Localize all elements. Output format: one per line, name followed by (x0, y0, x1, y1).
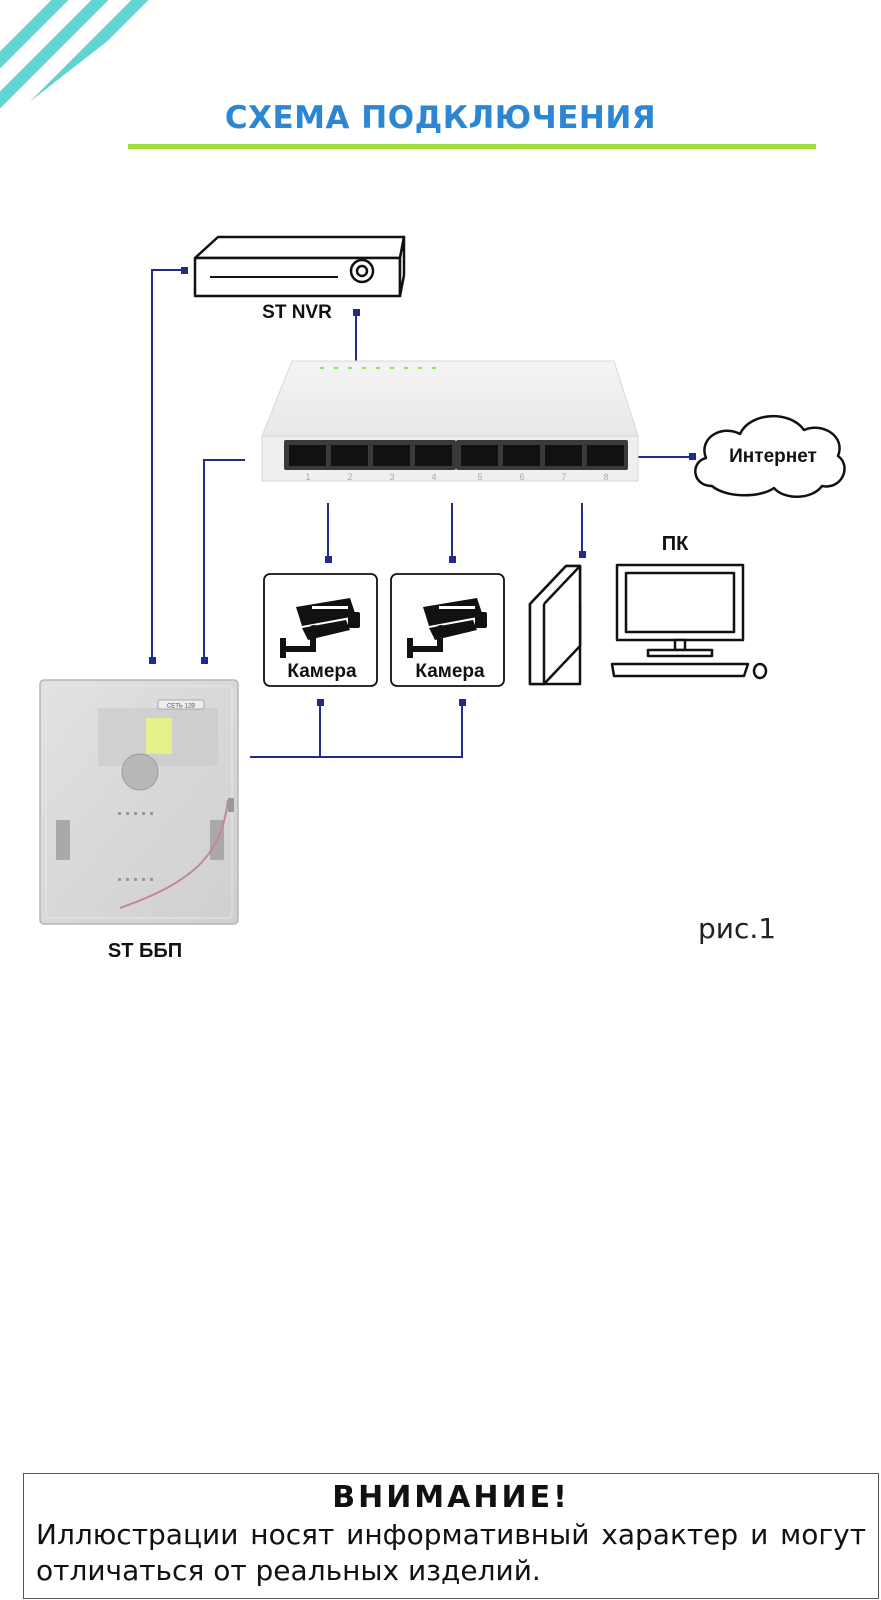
figure-caption: рис.1 (698, 912, 777, 945)
camera-1-label: Камера (287, 661, 357, 682)
switch-port-number: 3 (389, 472, 394, 482)
wire-psu-nvr (151, 269, 181, 663)
wire-psu-cameras (250, 703, 321, 758)
wire-connectors (149, 267, 696, 706)
switch-port-block-left (284, 440, 456, 470)
notice-title: ВНИМАНИЕ! (332, 1480, 570, 1515)
nvr-icon (193, 235, 406, 298)
nvr-label: ST NVR (262, 302, 332, 323)
page-title: СХЕМА ПОДКЛЮЧЕНИЯ (224, 100, 657, 136)
switch-port-block-right (456, 440, 628, 470)
wire-psu-switch (203, 459, 245, 663)
cctv-camera-icon (407, 598, 487, 658)
camera-2-label: Камера (415, 661, 485, 682)
camera-card-2: Камера (390, 573, 505, 687)
pc-label: ПК (662, 533, 689, 555)
cctv-camera-icon (280, 598, 360, 658)
wires (151, 269, 690, 758)
switch-port-number: 6 (519, 472, 524, 482)
power-supply-box-icon: СЕТЬ 12В (39, 679, 239, 925)
internet-label: Интернет (729, 446, 817, 467)
desktop-pc-icon (528, 563, 768, 686)
cloud-icon (694, 415, 846, 498)
psu-tag-label: СЕТЬ 12В (167, 704, 195, 710)
switch-port-number: 5 (477, 472, 482, 482)
notice-box: ВНИМАНИЕ! Иллюстрации носят информативны… (23, 1473, 879, 1599)
switch-port-number: 2 (347, 472, 352, 482)
title-underline (128, 144, 816, 149)
switch-port-number: 4 (431, 472, 436, 482)
switch-port-number: 1 (305, 472, 310, 482)
switch-port-number: 8 (603, 472, 608, 482)
notice-text: Иллюстрации носят информативный характер… (36, 1518, 866, 1587)
camera-card-1: Камера (263, 573, 378, 687)
network-switch-icon: 1 2 3 4 5 6 7 8 (261, 360, 639, 482)
psu-label: ST ББП (108, 940, 182, 962)
switch-port-number: 7 (561, 472, 566, 482)
